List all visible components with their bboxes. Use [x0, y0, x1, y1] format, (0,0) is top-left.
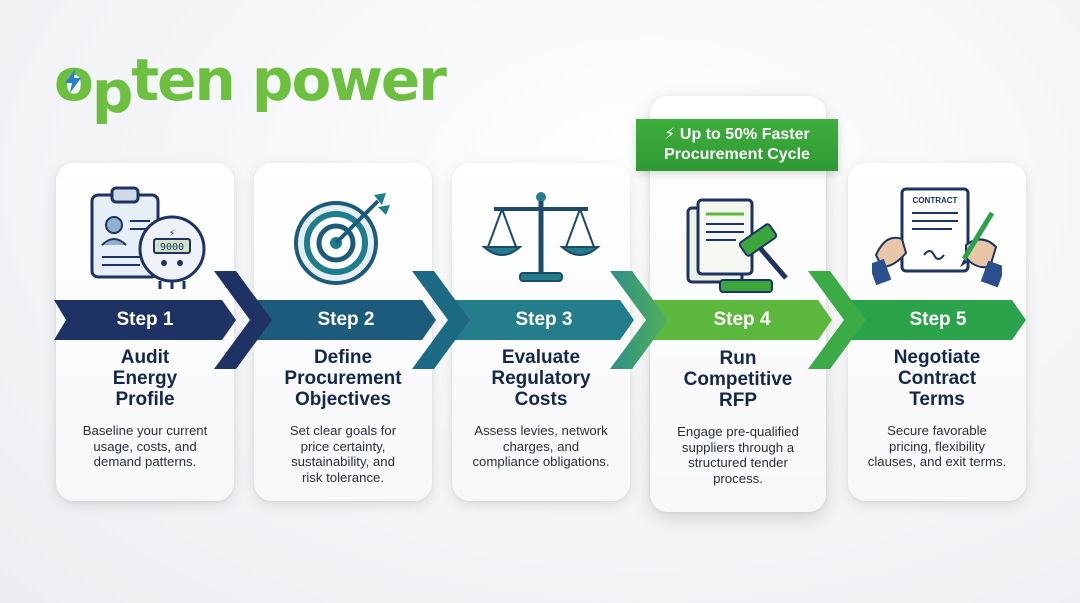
step-ribbon-1 — [54, 300, 236, 340]
banner-text: ⚡ Up to 50% Faster Procurement Cycle — [664, 126, 810, 163]
chevron-right-icon — [214, 271, 272, 369]
step-description: Secure favorable pricing, flexibility cl… — [867, 423, 1007, 469]
chevron-right-icon — [808, 271, 866, 369]
target-arrow-icon — [294, 193, 390, 285]
clipboard-meter-icon: ⚡ 9000 — [90, 186, 206, 289]
documents-gavel-icon — [686, 198, 788, 293]
step-ribbon-2 — [256, 300, 436, 340]
step-title: Audit Energy Profile — [112, 347, 178, 410]
chevron-right-icon — [412, 271, 470, 369]
step-title: Define Procurement Objectives — [284, 347, 402, 410]
step-description: Engage pre-qualified suppliers through a… — [677, 424, 799, 486]
step-label-1: Step 1 — [116, 309, 174, 330]
contract-signing-icon: CONTRACT — [872, 187, 1002, 288]
balance-scale-icon — [481, 192, 601, 282]
logo-text-end: ten power — [131, 46, 446, 114]
logo-o-with-bolt: o — [54, 51, 94, 109]
chevron-right-icon — [610, 271, 668, 369]
logo-text-p: p — [91, 58, 134, 126]
svg-text:⚡: ⚡ — [169, 229, 175, 239]
meter-reading: 9000 — [160, 242, 184, 253]
step-description: Set clear goals for price certainty, sus… — [289, 423, 397, 485]
step-label-3: Step 3 — [515, 309, 573, 330]
step-title: Evaluate Regulatory Costs — [491, 347, 591, 410]
step-title: Negotiate Contract Terms — [893, 347, 981, 410]
step-label-5: Step 5 — [909, 309, 967, 330]
step-description: Assess levies, network charges, and comp… — [472, 423, 610, 469]
step-label-2: Step 2 — [317, 309, 375, 330]
faster-procurement-banner: ⚡ Up to 50% Faster Procurement Cycle — [636, 119, 838, 171]
contract-heading: CONTRACT — [913, 196, 958, 205]
step-ribbon-4 — [652, 300, 832, 340]
step-title: Run Competitive RFP — [683, 348, 793, 411]
lightning-bolt-icon — [64, 69, 81, 94]
step-ribbon-5 — [850, 300, 1026, 340]
step-label-4: Step 4 — [713, 309, 771, 330]
step-ribbon-3 — [454, 300, 634, 340]
step-description: Baseline your current usage, costs, and … — [82, 423, 208, 469]
